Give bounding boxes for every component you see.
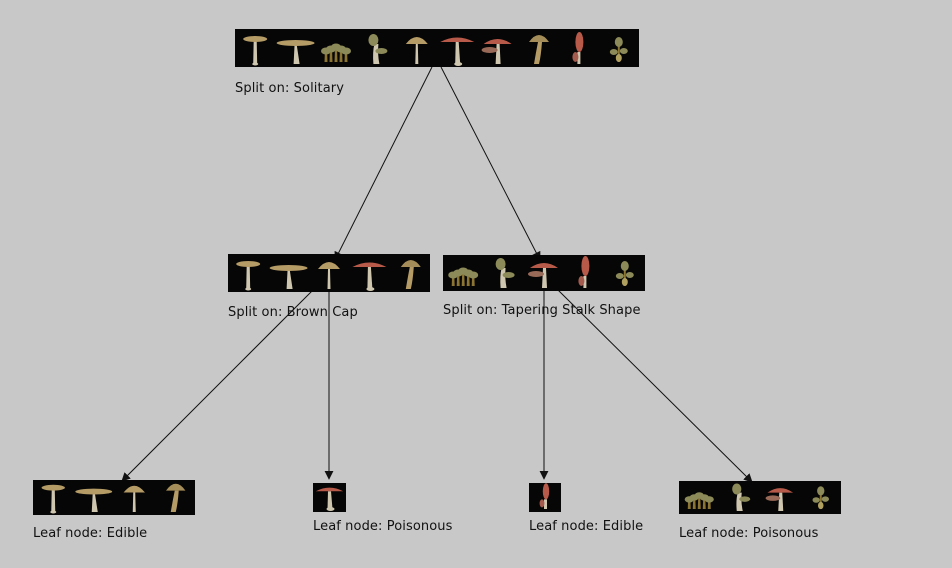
- tan-round-icon: [318, 262, 340, 289]
- red-spotted-icon: [315, 487, 344, 511]
- cluster-brown-icon: [684, 492, 714, 509]
- root-node-image-strip: [235, 29, 639, 67]
- tall-tan-mushroom-icon: [236, 261, 261, 291]
- right-split-label: Split on: Tapering Stalk Shape: [443, 303, 641, 318]
- olive-bent-icon: [495, 258, 515, 288]
- tan-curved-icon: [166, 483, 186, 512]
- tall-tan-mushroom-icon: [243, 36, 268, 66]
- olive-bent-icon: [732, 483, 751, 511]
- flat-brown-cap-icon: [269, 265, 308, 289]
- olive-bent-icon: [368, 34, 388, 64]
- flat-brown-cap-icon: [75, 488, 113, 512]
- red-pair-icon: [528, 263, 558, 288]
- edge-right-to-leaf-rr: [557, 289, 753, 483]
- tan-round-icon: [405, 37, 428, 64]
- red-pair-icon: [765, 488, 794, 511]
- left-split-label: Split on: Brown Cap: [228, 305, 358, 320]
- tan-curved-icon: [400, 260, 421, 289]
- flat-brown-cap-icon: [276, 40, 315, 64]
- olive-small-cluster-icon: [812, 486, 829, 510]
- tan-round-icon: [123, 485, 145, 512]
- root-node-label: Split on: Solitary: [235, 81, 344, 96]
- red-spotted-icon: [352, 262, 387, 291]
- red-slim-icon: [572, 32, 584, 64]
- cluster-brown-icon: [448, 267, 479, 286]
- olive-small-cluster-icon: [609, 37, 628, 62]
- red-spotted-icon: [440, 37, 475, 66]
- edge-left-to-leaf-ll: [121, 290, 313, 482]
- leaf-edible-left-image-strip: [33, 480, 195, 515]
- olive-small-cluster-icon: [615, 261, 634, 286]
- leaf-poisonous-right-image-strip: [679, 481, 841, 514]
- leaf-edible-right-label: Leaf node: Edible: [529, 519, 644, 534]
- cluster-brown-icon: [321, 43, 351, 62]
- leaf-poisonous-left-image-strip: [313, 483, 346, 512]
- red-slim-icon: [539, 483, 550, 509]
- leaf-edible-right-image-strip: [529, 483, 561, 512]
- red-slim-icon: [578, 256, 590, 288]
- edge-root-to-left: [334, 66, 433, 261]
- left-split-image-strip: [228, 254, 430, 292]
- right-split-image-strip: [443, 255, 645, 291]
- leaf-poisonous-left-label: Leaf node: Poisonous: [313, 519, 453, 534]
- tall-tan-mushroom-icon: [41, 484, 65, 514]
- leaf-edible-left-label: Leaf node: Edible: [33, 526, 148, 541]
- edge-root-to-right: [440, 66, 541, 261]
- red-pair-icon: [481, 39, 512, 64]
- tan-curved-icon: [529, 35, 549, 64]
- leaf-poisonous-right-label: Leaf node: Poisonous: [679, 526, 819, 541]
